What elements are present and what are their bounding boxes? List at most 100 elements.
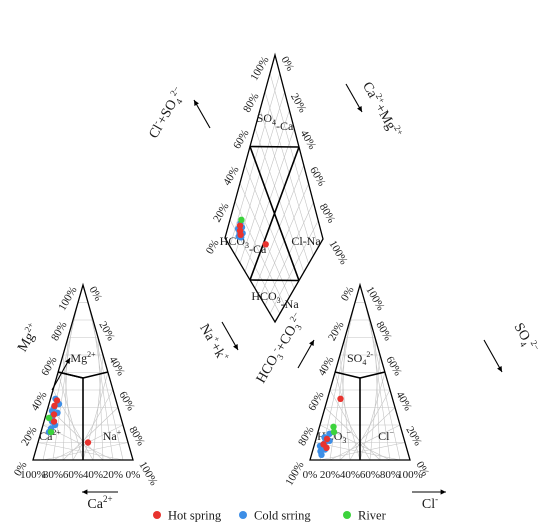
so4-ca-field-label: SO4-Ca [257, 111, 294, 133]
diamond-divider [249, 279, 300, 282]
cl-tick-label: 40% [340, 469, 360, 481]
cl-tick-label: 100% [397, 469, 423, 481]
arrow-head [497, 366, 502, 372]
mg-tick-label: 60% [39, 355, 59, 378]
arrow-head [309, 340, 314, 346]
hco3-tick-label: 0% [339, 285, 357, 304]
cation-grid-line [37, 442, 124, 461]
arrow-head [82, 489, 88, 495]
cation-data-point [50, 411, 58, 418]
cation-data-point [50, 418, 58, 425]
ca-tick-label: 20% [103, 469, 123, 481]
cl-tick-label: 20% [320, 469, 340, 481]
ca-tick-label: 80% [43, 469, 63, 481]
arrow-head [194, 100, 199, 106]
anion-data-point [318, 451, 325, 458]
cl-so4-tick-label: 40% [221, 164, 241, 187]
mg-axis-arrow [51, 357, 71, 391]
ca-mg-tick-label: 20% [288, 91, 308, 114]
cation-grid-line [92, 319, 114, 461]
ca-tick-label: 100% [20, 469, 46, 481]
arrow-head [357, 106, 362, 112]
anion-grid-line [364, 302, 401, 461]
anion-data-point [330, 428, 338, 436]
arrow-shaft [51, 357, 71, 391]
cl-axis-arrow [412, 489, 446, 495]
mg-field-label: Mg2+ [70, 350, 96, 365]
cl-tick-label: 0% [303, 469, 318, 481]
arrow-head [440, 489, 446, 495]
cation-grid-line [57, 372, 84, 461]
hco3-na-field-label: HCO3-Na [251, 289, 299, 311]
arrow-head [65, 358, 70, 364]
cation-grid-line [92, 354, 104, 461]
diamond-data-point [236, 222, 244, 229]
cation-data-point [84, 439, 92, 446]
anion-divider [334, 371, 361, 379]
legend-label: River [358, 509, 387, 523]
anion-grid-line [334, 372, 361, 461]
diamond-divider [249, 146, 300, 281]
so4-field-label: SO42- [347, 350, 373, 367]
so4-axis-arrow [483, 339, 503, 373]
legend-marker [343, 511, 351, 519]
cation-grid-line [47, 407, 104, 461]
anion-data-point [337, 395, 344, 402]
hco3-tick-label: 60% [306, 390, 326, 413]
cation-data-point [45, 414, 53, 422]
legend-marker [153, 511, 161, 519]
na-k-axis-title: Na++k+ [196, 320, 232, 365]
cl-so4-axis-arrow [193, 99, 211, 129]
anion-data-point [330, 423, 337, 430]
cation-divider [82, 371, 109, 379]
ca-tick-label: 40% [83, 469, 103, 481]
anion-divider [359, 371, 386, 379]
cation-data-point [47, 428, 55, 436]
so4-tick-label: 20% [403, 425, 423, 448]
cl-so4-axis-title: Cl-+SO42− [144, 84, 189, 143]
na-tick-label: 0% [86, 285, 104, 304]
legend-label: Cold srring [254, 509, 311, 523]
ca-mg-tick-label: 0% [278, 55, 296, 74]
legend-label: Hot spring [168, 509, 222, 523]
mg-tick-label: 40% [29, 390, 49, 413]
diamond-data-point [238, 216, 245, 223]
arrow-shaft [483, 339, 503, 373]
cl-tick-label: 60% [360, 469, 380, 481]
ca-axis-title: Ca2+ [87, 494, 112, 512]
anion-grid-line [329, 389, 371, 461]
diamond-frame [224, 52, 324, 324]
ca-tick-label: 60% [63, 469, 83, 481]
ca-mg-tick-label: 40% [298, 128, 318, 151]
mg-tick-label: 20% [19, 425, 39, 448]
ca-mg-tick-label: 80% [317, 202, 337, 225]
diamond-data-point [237, 231, 244, 238]
hco3-tick-label: 40% [316, 355, 336, 378]
cation-data-point [51, 402, 58, 409]
ca-mg-tick-label: 60% [307, 165, 327, 188]
so4-tick-label: 80% [373, 320, 393, 343]
ca-mg-axis-title: Ca2++Mg2+ [359, 78, 406, 141]
anion-grid-line [324, 407, 381, 461]
na-field-label: Na+ [103, 428, 122, 443]
anion-data-point [323, 435, 331, 443]
cl-tick-label: 80% [380, 469, 400, 481]
anion-data-point [323, 444, 330, 451]
mg-tick-label: 80% [49, 320, 69, 343]
anion-grid-line [369, 354, 381, 461]
na-tick-label: 20% [96, 320, 116, 343]
cation-data-point [53, 397, 61, 404]
cl-na-field-label: Cl-Na [291, 234, 321, 248]
cl-so4-tick-label: 60% [231, 128, 251, 151]
cl-field-label: Cl− [378, 428, 394, 443]
anion-grid-line [369, 319, 391, 461]
legend-marker [239, 511, 247, 519]
mg-axis-title: Mg2+ [13, 320, 43, 354]
na-tick-label: 40% [106, 355, 126, 378]
hco3-tick-label: 80% [296, 425, 316, 448]
arrow-head [233, 344, 238, 350]
anion-grid-line [374, 337, 381, 461]
so4-tick-label: 40% [393, 390, 413, 413]
cl-axis-title: Cl- [422, 494, 438, 512]
